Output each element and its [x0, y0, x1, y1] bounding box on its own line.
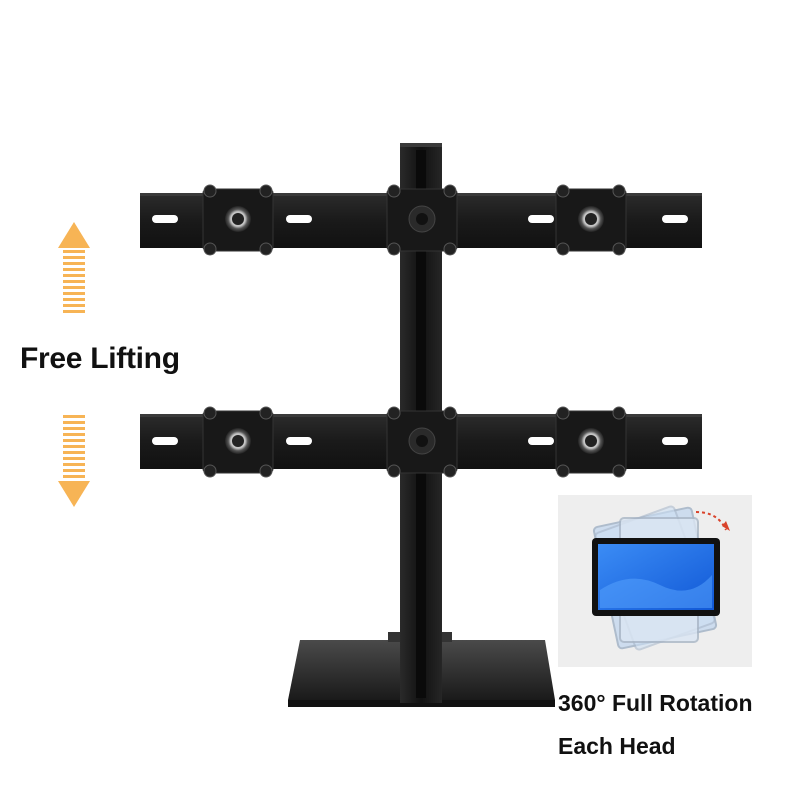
vesa-head [386, 406, 458, 478]
vesa-head [555, 184, 627, 256]
vesa-head [202, 406, 274, 478]
up-arrow-icon [58, 222, 90, 313]
rotation-arc-icon [695, 511, 727, 531]
rotation-arrowhead [722, 521, 730, 531]
rotation-label-line1: 360° Full Rotation [558, 690, 753, 716]
free-lifting-label: Free Lifting [20, 342, 180, 375]
down-arrow-icon [58, 415, 90, 507]
vesa-head [202, 184, 274, 256]
rotation-inset [558, 495, 752, 667]
vesa-head [386, 184, 458, 256]
vesa-head [555, 406, 627, 478]
rotation-label-line2: Each Head [558, 733, 676, 759]
